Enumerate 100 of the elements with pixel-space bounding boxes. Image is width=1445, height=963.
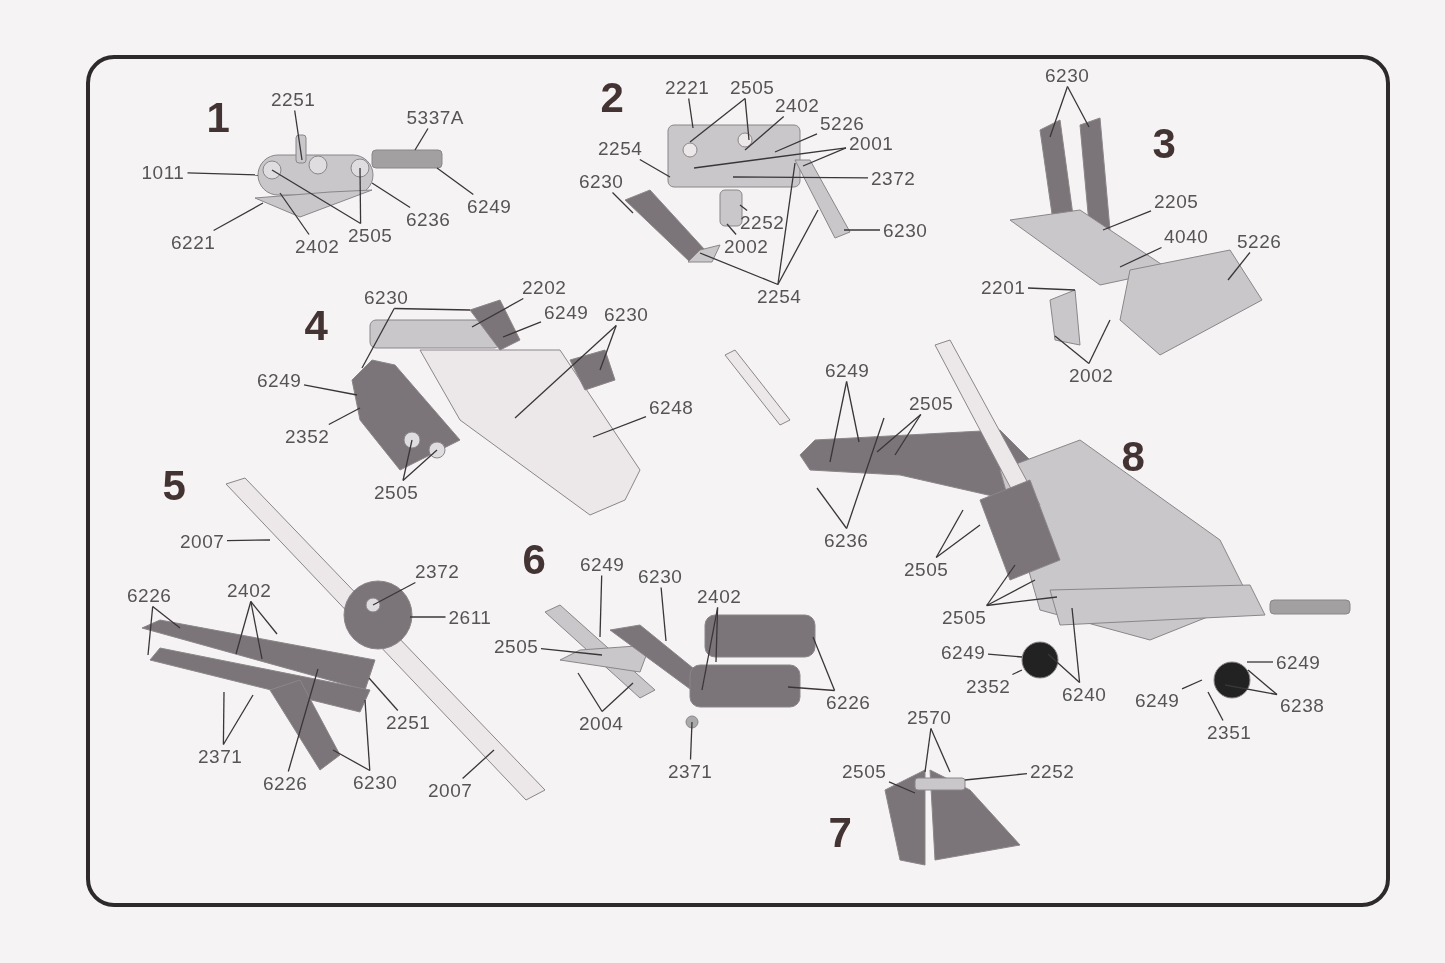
part-number: 6230 (883, 220, 928, 240)
leader-line (436, 167, 474, 196)
leader-line (894, 413, 922, 456)
leader-line (471, 297, 524, 328)
leader-line (294, 109, 303, 161)
leader-line (592, 415, 647, 438)
part-number: 2352 (285, 426, 330, 446)
leader-line (845, 380, 860, 443)
leader-line (222, 694, 254, 746)
leader-line (461, 749, 495, 780)
part-number: 2351 (1207, 722, 1252, 742)
part-number: 2505 (374, 482, 419, 502)
assembly-drawing (884, 769, 1021, 866)
part-number: 6249 (467, 196, 512, 216)
part-number: 6230 (353, 772, 398, 792)
leader-line (611, 191, 634, 214)
leader-line (744, 97, 750, 141)
leader-line (1027, 287, 1076, 291)
leader-line (1246, 661, 1274, 663)
leader-line (930, 727, 951, 773)
part-number: 4040 (1164, 226, 1209, 246)
leader-line (802, 147, 847, 167)
leader-line (888, 781, 916, 794)
leader-line (371, 182, 411, 209)
leader-line (152, 605, 181, 629)
leader-line (502, 321, 542, 338)
part-number: 2252 (1030, 761, 1075, 781)
part-number: 6236 (406, 209, 451, 229)
leader-line (332, 749, 371, 772)
step-number: 5 (162, 465, 186, 507)
part-number: 2251 (386, 712, 431, 732)
leader-line (599, 324, 617, 371)
part-number: 2252 (740, 212, 785, 232)
leader-line (1102, 210, 1152, 231)
leader-line (540, 647, 603, 656)
leader-line (1047, 653, 1081, 684)
leader-line (777, 162, 796, 286)
leader-line (986, 579, 1036, 607)
leader-line (1011, 669, 1023, 676)
part-number: 6230 (604, 304, 649, 324)
part-number: 6226 (127, 585, 172, 605)
part-number: 2007 (428, 780, 473, 800)
leader-line (639, 158, 671, 178)
leader-line (986, 564, 1016, 607)
leader-line (250, 600, 263, 660)
leader-line (774, 133, 818, 153)
leader-line (226, 539, 271, 542)
leader-line (402, 439, 413, 482)
leader-line (699, 252, 779, 286)
part-number: 6249 (825, 360, 870, 380)
leader-line (1227, 251, 1251, 281)
leader-line (1071, 607, 1081, 684)
leader-line (1054, 335, 1090, 365)
part-number: 2402 (775, 95, 820, 115)
part-number: 5226 (1237, 231, 1282, 251)
step-number: 1 (206, 97, 230, 139)
leader-line (689, 97, 746, 143)
leader-line (1088, 319, 1111, 365)
part-number: 2251 (271, 89, 316, 109)
leader-line (1066, 85, 1090, 128)
leader-line (212, 202, 264, 232)
leader-line (660, 586, 667, 642)
leader-line (368, 677, 399, 712)
part-number: 2611 (448, 607, 492, 627)
leader-line (222, 691, 225, 746)
part-number: 2505 (348, 225, 393, 245)
leader-line (186, 172, 259, 176)
leader-line (924, 727, 932, 773)
part-number: 1011 (141, 162, 185, 182)
part-number: 2505 (909, 393, 954, 413)
leader-line (361, 307, 395, 369)
part-number: 6230 (1045, 65, 1090, 85)
leader-line (987, 653, 1023, 658)
part-number: 2221 (665, 77, 710, 97)
part-number: 6248 (649, 397, 694, 417)
part-number: 5337A (406, 107, 464, 127)
part-number: 6226 (263, 773, 308, 793)
leader-line (935, 509, 964, 559)
leader-line (816, 487, 848, 530)
leader-line (935, 524, 981, 559)
part-number: 2205 (1154, 191, 1199, 211)
part-number: 6249 (580, 554, 625, 574)
leader-line (688, 97, 694, 129)
leader-line (732, 176, 869, 179)
part-number: 6236 (824, 530, 869, 550)
leader-line (876, 413, 922, 453)
part-number: 2352 (966, 676, 1011, 696)
part-number: 2372 (871, 168, 916, 188)
leader-line (303, 384, 358, 396)
part-number: 2402 (227, 580, 272, 600)
leader-line (715, 606, 719, 663)
leader-line (812, 636, 836, 692)
assembly-drawing (544, 604, 816, 729)
part-number: 6230 (579, 171, 624, 191)
step-number: 4 (304, 305, 328, 347)
part-number: 6249 (941, 642, 986, 662)
part-number: 2505 (730, 77, 775, 97)
leader-line (393, 307, 471, 311)
part-number: 2001 (849, 133, 894, 153)
part-number: 2505 (904, 559, 949, 579)
